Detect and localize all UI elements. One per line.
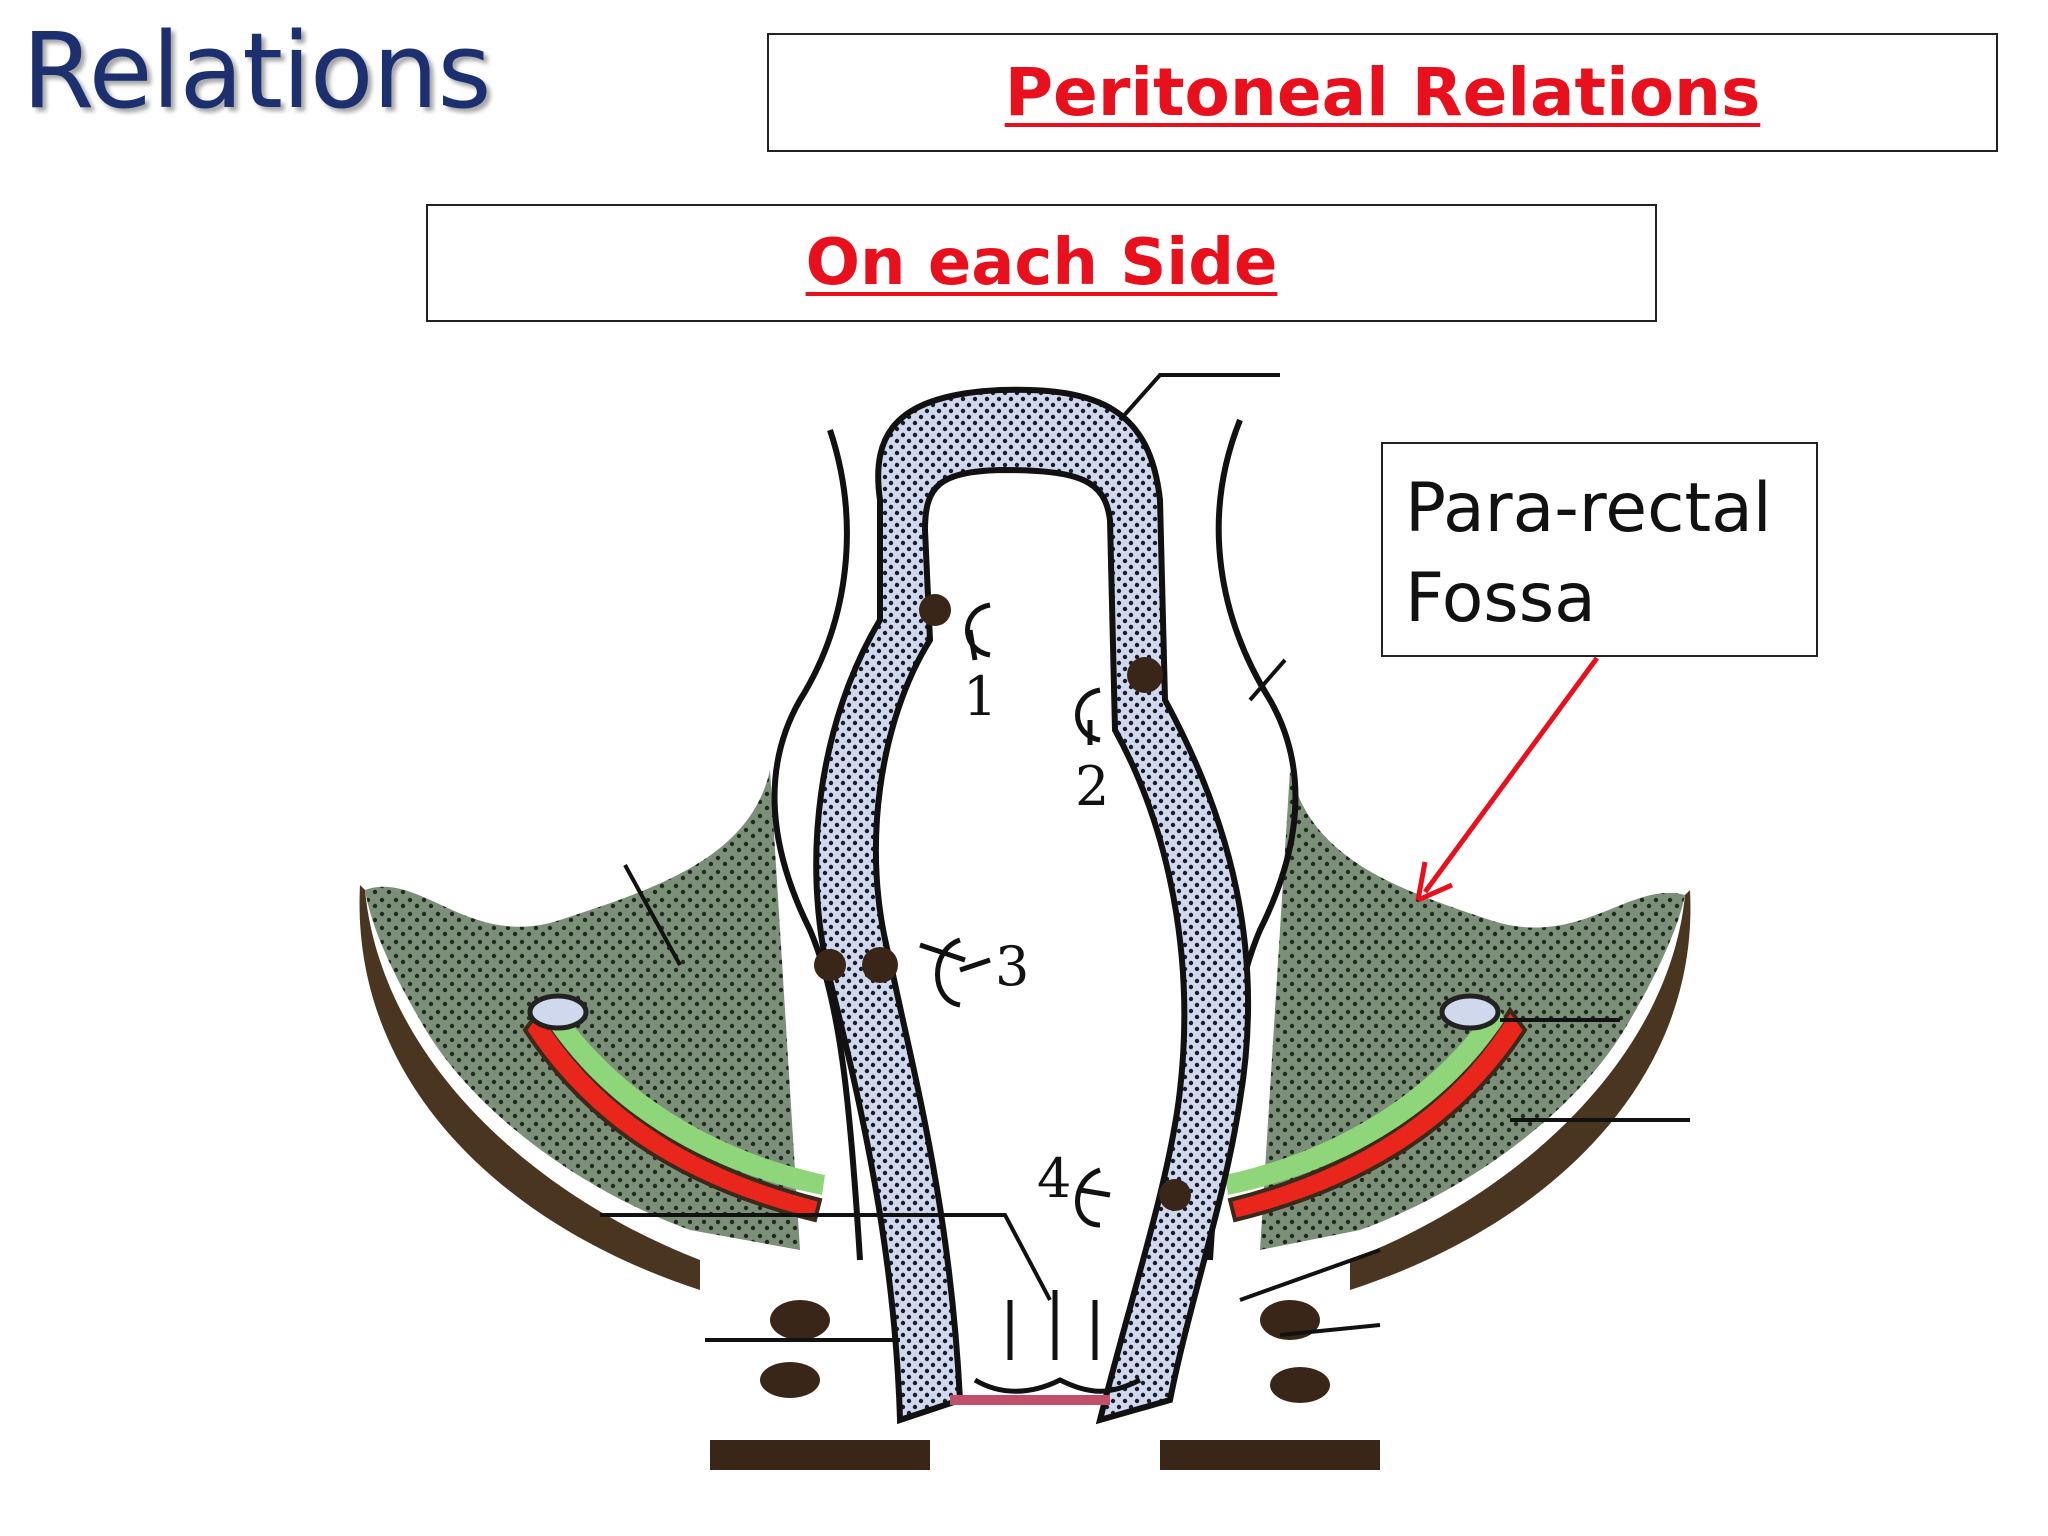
- levator-ani-left: [359, 885, 825, 1290]
- anal-columns: [973, 1290, 1142, 1394]
- callout-label-box: Para-rectal Fossa: [1381, 442, 1818, 657]
- heading-text: Peritoneal Relations: [1004, 54, 1761, 131]
- subheading-box: On each Side: [426, 204, 1657, 322]
- label-number-4: 4: [1037, 1147, 1071, 1210]
- label-number-3: 3: [995, 935, 1029, 998]
- heading-box: Peritoneal Relations: [767, 33, 1998, 152]
- transverse-folds: [814, 594, 1191, 1211]
- rectal-wall: [813, 386, 1252, 1425]
- subheading-text: On each Side: [805, 226, 1278, 300]
- slide-title: Relations: [22, 10, 492, 132]
- vessel-brackets: [919, 602, 1111, 1228]
- callout-label-text: Para-rectal Fossa: [1405, 469, 1772, 639]
- leader-lines: [600, 373, 1690, 1342]
- levator-ani-right: [1225, 890, 1691, 1290]
- callout-arrow: [1415, 656, 1600, 903]
- label-number-2: 2: [1075, 755, 1109, 818]
- sphincter-muscles: [710, 1300, 1380, 1470]
- label-number-1: 1: [963, 665, 997, 728]
